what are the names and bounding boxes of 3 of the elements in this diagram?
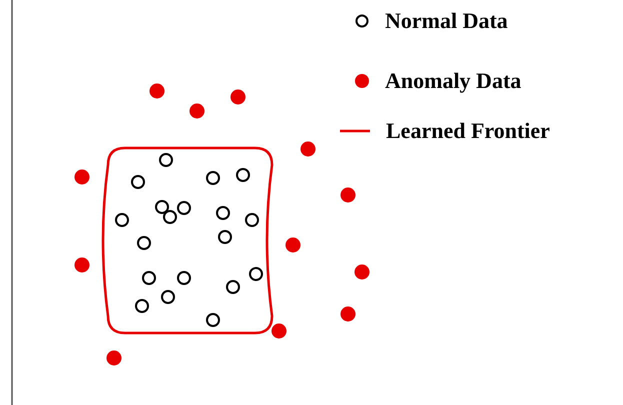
legend-label: Learned Frontier: [386, 118, 550, 144]
legend-label: Normal Data: [385, 8, 508, 34]
legend-label: Anomaly Data: [385, 68, 522, 94]
